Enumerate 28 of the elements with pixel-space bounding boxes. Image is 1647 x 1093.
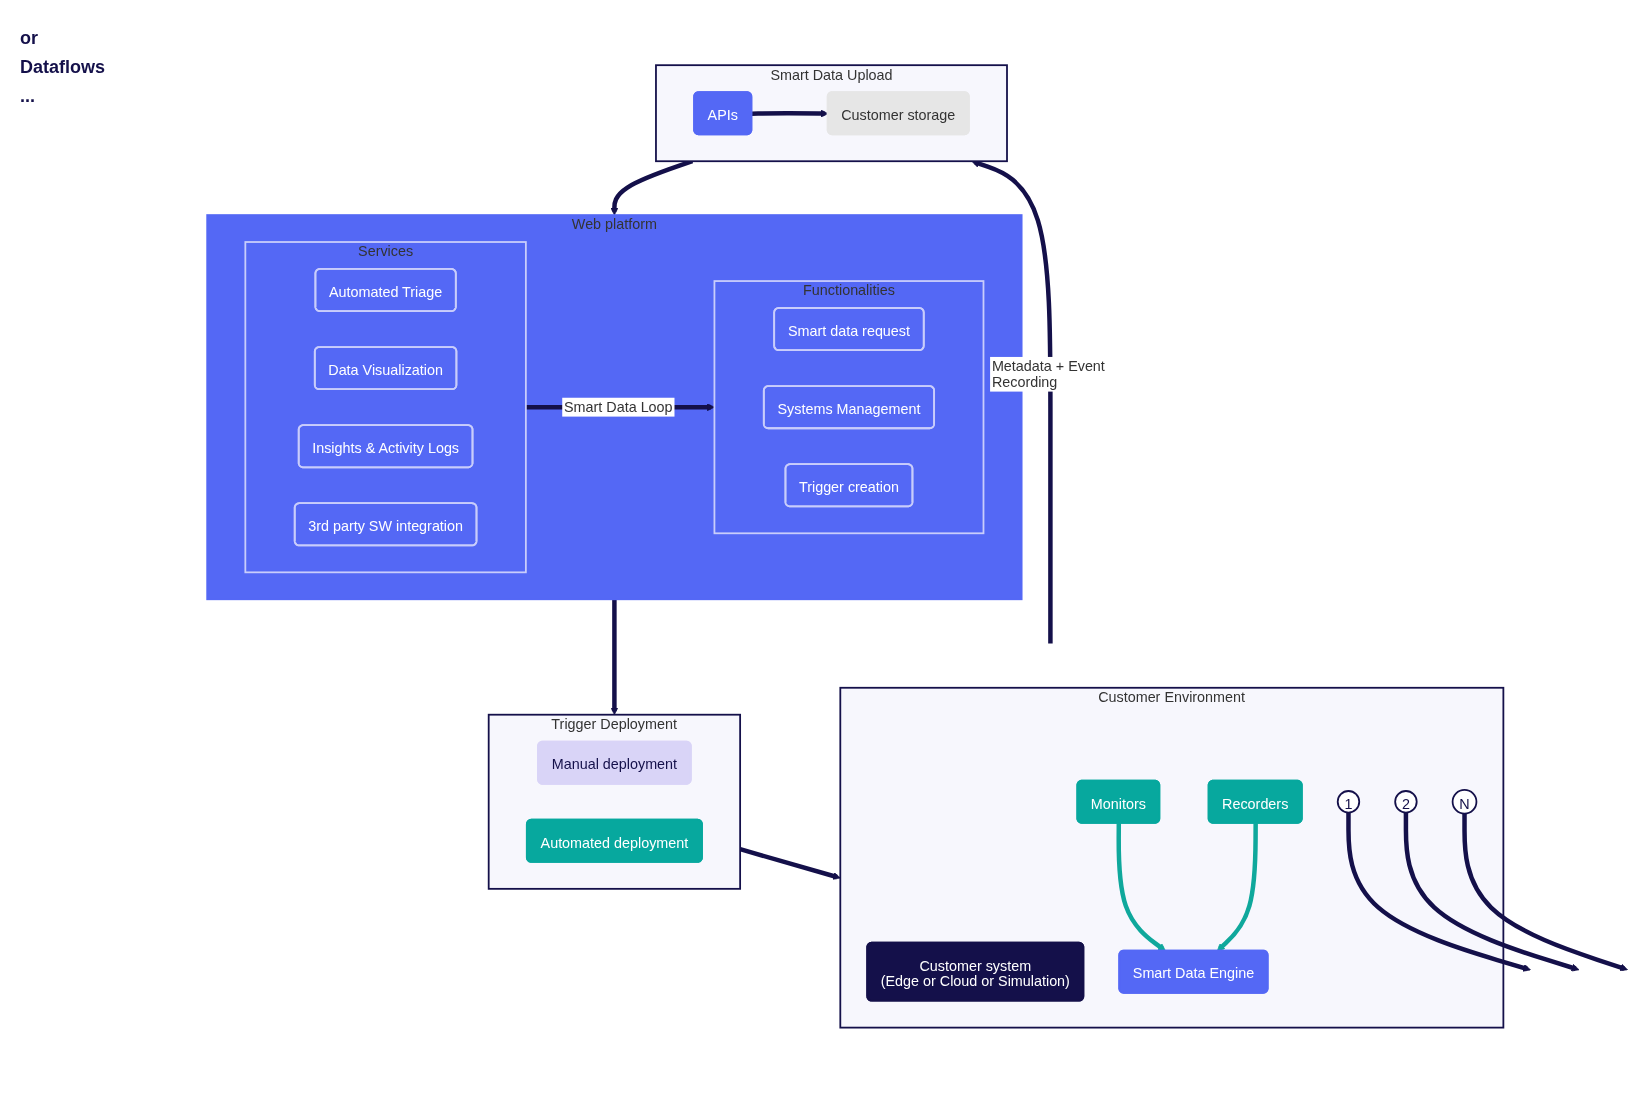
process-box: Customer system (Edge or Cloud or Simulation): [866, 941, 1085, 1002]
process-box: Automated deployment: [525, 818, 703, 863]
process-box: APIs: [693, 91, 753, 136]
process-box: Data Visualization: [313, 346, 458, 391]
arrow: [1216, 823, 1258, 952]
note-text: ...: [20, 86, 36, 107]
arrow: [610, 599, 619, 716]
process-box: Manual deployment: [537, 740, 692, 785]
process-box: Automated Triage: [314, 268, 457, 313]
arrow: [1403, 812, 1580, 972]
edge-label: Metadata + Event Recording: [990, 357, 1108, 392]
process-box: Smart Data Engine: [1118, 949, 1269, 994]
process-box: 3rd party SW integration: [293, 502, 478, 547]
number-circle: N: [1451, 789, 1478, 815]
note-text: or: [20, 28, 39, 49]
process-box: Recorders: [1207, 779, 1303, 824]
process-box: Trigger creation: [784, 463, 914, 508]
process-box: Customer storage: [826, 91, 970, 136]
arrow: [1462, 813, 1628, 972]
process-box: Monitors: [1076, 779, 1161, 824]
arrow: [1116, 823, 1166, 952]
number-circle: 1: [1336, 790, 1361, 814]
process-box: Insights & Activity Logs: [297, 424, 474, 469]
number-circle: 2: [1394, 790, 1418, 814]
note-text: Dataflows: [20, 57, 107, 78]
process-box: Smart data request: [773, 307, 925, 352]
arrow: [1346, 812, 1531, 972]
process-box: Systems Management: [762, 385, 935, 430]
